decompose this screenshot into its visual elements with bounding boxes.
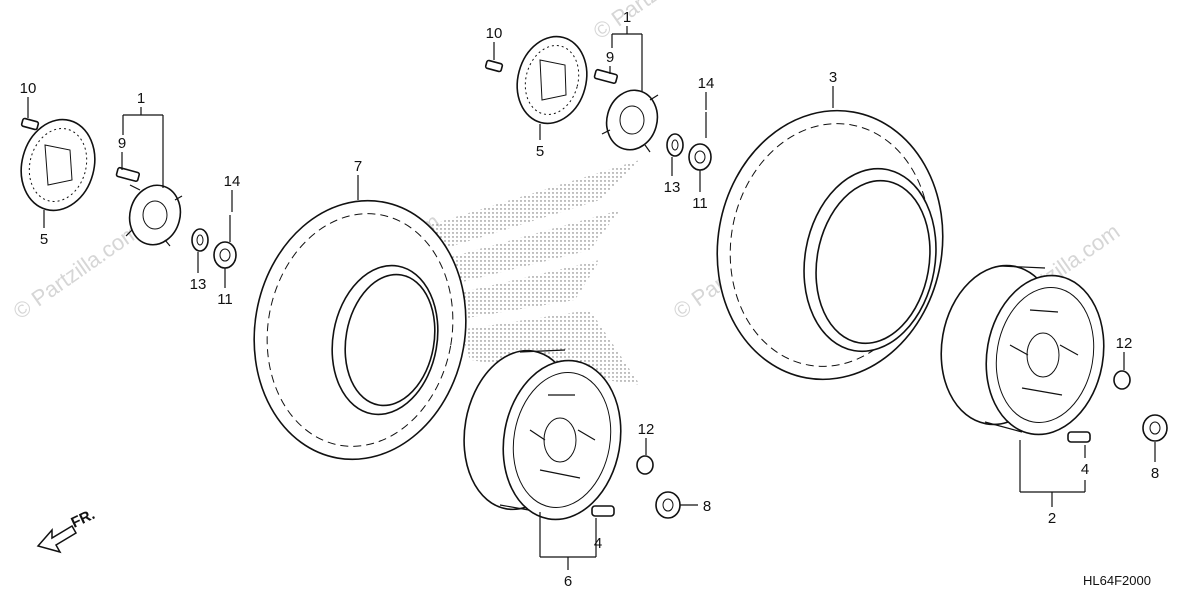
callout-label: 11	[692, 195, 708, 212]
hub-bolt-right	[593, 68, 619, 85]
callout-label: 3	[829, 69, 837, 86]
axle-nut-left	[213, 241, 237, 269]
front-wheel-right	[940, 264, 1105, 436]
callout-label: 8	[703, 498, 711, 515]
washer-left	[191, 228, 209, 252]
watermark-text: © Partzilla.com	[589, 0, 725, 44]
arrow-icon	[36, 524, 78, 554]
callout-label: 14	[224, 173, 241, 190]
callout-label: 4	[1081, 461, 1089, 478]
wheel-nut-small-right	[1113, 370, 1131, 390]
callout-label: 13	[190, 276, 207, 293]
front-tire-right	[716, 109, 944, 381]
wheel-nut-small-left	[636, 455, 654, 475]
callout-label: 12	[1116, 335, 1133, 352]
diagram-code: HL64F2000	[1083, 573, 1151, 588]
callout-label: 9	[606, 49, 614, 66]
callout-label: 12	[638, 421, 655, 438]
disc-bolt-left	[20, 117, 40, 131]
callout-label: 10	[20, 80, 37, 97]
washer-right	[666, 133, 684, 157]
callout-label: 8	[1151, 465, 1159, 482]
callout-label: 1	[137, 90, 145, 107]
callout-label: 6	[564, 573, 572, 590]
callout-label: 10	[486, 25, 503, 42]
wheel-nut-right	[1142, 414, 1168, 442]
brake-disc-left	[20, 118, 96, 212]
direction-label: FR.	[69, 506, 98, 532]
front-direction-arrow: FR.	[36, 506, 98, 554]
callout-label: 13	[664, 179, 681, 196]
callout-label: 4	[594, 535, 602, 552]
callout-labels: 1 10 9 5 14 13 11 7 12 8 4 6 1 10 9 5 14…	[20, 9, 1160, 590]
callout-label: 9	[118, 135, 126, 152]
axle-nut-right	[688, 143, 712, 171]
callout-label: 11	[217, 291, 233, 308]
brake-disc-right	[516, 35, 588, 125]
leader-lines	[27, 26, 1156, 570]
callout-label: 5	[40, 231, 48, 248]
callout-label: 7	[354, 158, 362, 175]
hub-bolt-left	[115, 166, 141, 183]
callout-label: 1	[623, 9, 631, 26]
callout-label: 5	[536, 143, 544, 160]
valve-stem-right	[1067, 431, 1091, 443]
callout-label: 14	[698, 75, 715, 92]
callout-label: 2	[1048, 510, 1056, 527]
front-tire-left	[253, 199, 467, 461]
watermark-text: © Partzilla.com	[9, 219, 145, 325]
disc-bolt-right	[484, 59, 504, 73]
front-wheel-left	[463, 349, 622, 521]
wing-logo-background	[430, 160, 640, 385]
valve-stem-left	[591, 505, 615, 517]
wheel-hub-right	[601, 89, 659, 153]
wheel-nut-left	[655, 491, 681, 519]
